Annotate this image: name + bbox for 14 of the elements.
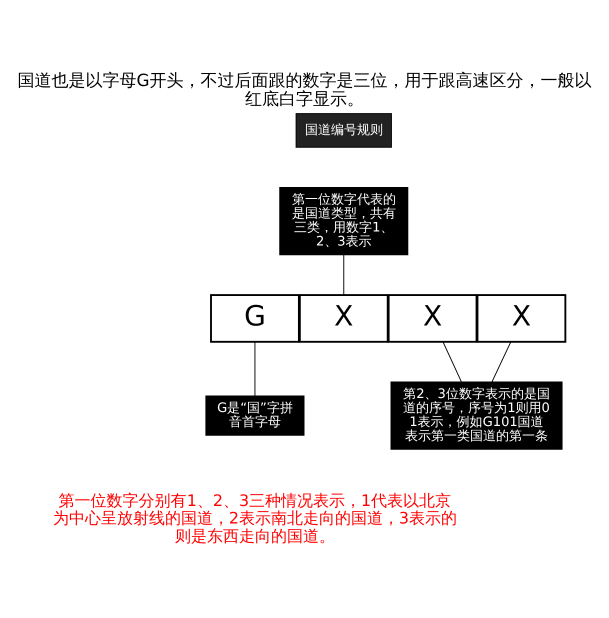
label: 第一位数字分别有1、2、3三种情况表示，1代表以北京为中心呈放射线的国道，2表示南北走向的国道，3表示的则是东西走向的国道。 bbox=[52, 490, 458, 545]
node-box: 第2、3位数字表示的是国道的序号，序号为1则用01表示，例如G101国道表示第一类国道的第一条 bbox=[390, 381, 563, 450]
node-box: 第一位数字代表的是国道类型，共有三类，用数字1、2、3表示 bbox=[279, 186, 408, 255]
node-box: X bbox=[476, 294, 566, 342]
label: 国道编号规则 bbox=[304, 122, 383, 138]
connector bbox=[254, 340, 256, 396]
node-box: G bbox=[210, 294, 300, 342]
node-box: G是“国”字拼音首字母 bbox=[205, 395, 304, 436]
diagram-title: 国道也是以字母G开头，不过后面跟的数字是三位，用于跟高速区分，一般以红底白字显示。 bbox=[17, 69, 592, 108]
connector bbox=[343, 254, 344, 295]
node-box: X bbox=[298, 294, 389, 342]
connector bbox=[492, 340, 512, 382]
connector bbox=[442, 340, 462, 382]
node-box: X bbox=[388, 294, 478, 342]
